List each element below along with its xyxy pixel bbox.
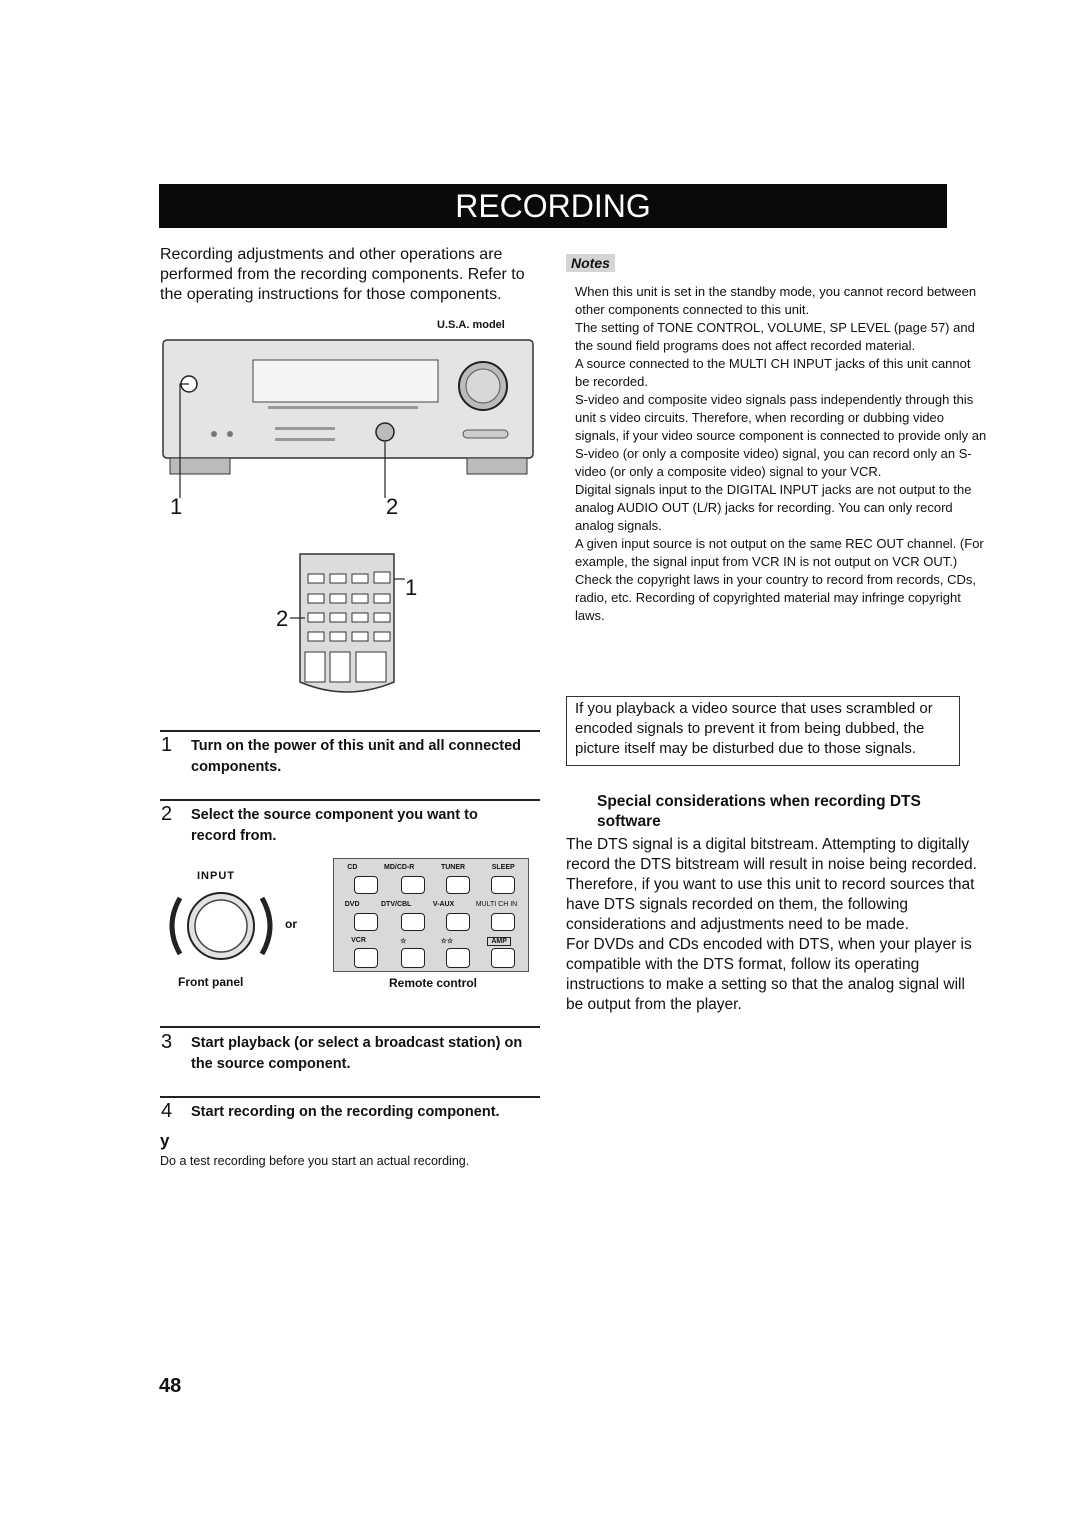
tuner-label: TUNER bbox=[440, 864, 466, 871]
sleep-label: SLEEP bbox=[491, 864, 515, 871]
cd-label: CD bbox=[347, 864, 358, 871]
vaux-button[interactable] bbox=[446, 913, 470, 931]
multi-ch-button[interactable] bbox=[491, 913, 515, 931]
step-divider bbox=[160, 799, 540, 801]
step-number: 3 bbox=[161, 1031, 173, 1053]
cd-button[interactable] bbox=[354, 876, 378, 894]
page-number: 48 bbox=[159, 1375, 182, 1397]
note-item: When this unit is set in the standby mod… bbox=[575, 284, 977, 317]
remote-button-panel: CD MD/CD-R TUNER SLEEP DVD DTV/CBL V-AUX… bbox=[333, 858, 529, 972]
note-item: S-video and composite video signals pass… bbox=[575, 392, 987, 479]
note-item: Check the copyright laws in your country… bbox=[575, 572, 976, 623]
vcr-label: VCR bbox=[351, 937, 366, 944]
step-number: 2 bbox=[161, 803, 173, 825]
page-title: RECORDING bbox=[159, 184, 947, 228]
input-knob-illustration bbox=[169, 892, 273, 960]
multi-ch-label: MULTI CH IN bbox=[475, 901, 518, 908]
remote-illustration bbox=[290, 553, 405, 693]
special-paragraph: The DTS signal is a digital bitstream. A… bbox=[566, 836, 977, 933]
step-number: 1 bbox=[161, 734, 173, 756]
remote-control-caption: Remote control bbox=[389, 976, 478, 990]
note-item: A given input source is not output on th… bbox=[575, 536, 984, 569]
dtvcbl-label: DTV/CBL bbox=[381, 901, 412, 908]
step-number: 4 bbox=[161, 1100, 173, 1122]
model-label: U.S.A. model bbox=[437, 319, 505, 331]
front-callout-2: 2 bbox=[386, 494, 399, 519]
dtvcbl-button[interactable] bbox=[401, 913, 425, 931]
intro-paragraph: Recording adjustments and other operatio… bbox=[160, 246, 525, 303]
step-text: Start recording on the recording compone… bbox=[191, 1104, 500, 1120]
notes-list: When this unit is set in the standby mod… bbox=[575, 283, 987, 625]
special-considerations-heading: Special considerations when recording DT… bbox=[597, 793, 921, 830]
step-divider bbox=[160, 730, 540, 732]
note-item: The setting of TONE CONTROL, VOLUME, SP … bbox=[575, 320, 975, 353]
note-item: Digital signals input to the DIGITAL INP… bbox=[575, 482, 972, 533]
dvd-button[interactable] bbox=[354, 913, 378, 931]
dvd-label: DVD bbox=[344, 901, 360, 908]
step-divider bbox=[160, 1096, 540, 1098]
star1-button[interactable] bbox=[401, 948, 425, 968]
tip-text: Do a test recording before you start an … bbox=[160, 1154, 470, 1168]
remote-callout-2: 2 bbox=[276, 606, 289, 631]
input-label: INPUT bbox=[197, 870, 235, 882]
warning-box: If you playback a video source that uses… bbox=[566, 696, 960, 766]
special-considerations-body: The DTS signal is a digital bitstream. A… bbox=[566, 835, 986, 1015]
step-divider bbox=[160, 1026, 540, 1028]
notes-label: Notes bbox=[566, 254, 615, 272]
step-text: Select the source component you want to … bbox=[191, 807, 478, 844]
special-paragraph: For DVDs and CDs encoded with DTS, when … bbox=[566, 936, 972, 1013]
sleep-button[interactable] bbox=[491, 876, 515, 894]
mdcdr-label: MD/CD-R bbox=[384, 864, 415, 871]
step-text: Turn on the power of this unit and all c… bbox=[191, 738, 522, 775]
note-item: A source connected to the MULTI CH INPUT… bbox=[575, 356, 971, 389]
or-label: or bbox=[285, 917, 297, 931]
amp-label: AMP bbox=[487, 937, 511, 946]
vaux-label: V-AUX bbox=[432, 901, 455, 908]
star2-label: ☆☆ bbox=[440, 938, 454, 945]
vcr-button[interactable] bbox=[354, 948, 378, 968]
star1-label: ☆ bbox=[400, 938, 407, 945]
step-text: Start playback (or select a broadcast st… bbox=[191, 1035, 523, 1072]
front-panel-illustration bbox=[162, 339, 534, 498]
star2-button[interactable] bbox=[446, 948, 470, 968]
amp-button[interactable] bbox=[491, 948, 515, 968]
front-panel-caption: Front panel bbox=[178, 975, 244, 989]
tuner-button[interactable] bbox=[446, 876, 470, 894]
remote-callout-1: 1 bbox=[405, 575, 418, 600]
tip-icon: y bbox=[160, 1131, 170, 1150]
front-callout-1: 1 bbox=[170, 494, 183, 519]
mdcdr-button[interactable] bbox=[401, 876, 425, 894]
